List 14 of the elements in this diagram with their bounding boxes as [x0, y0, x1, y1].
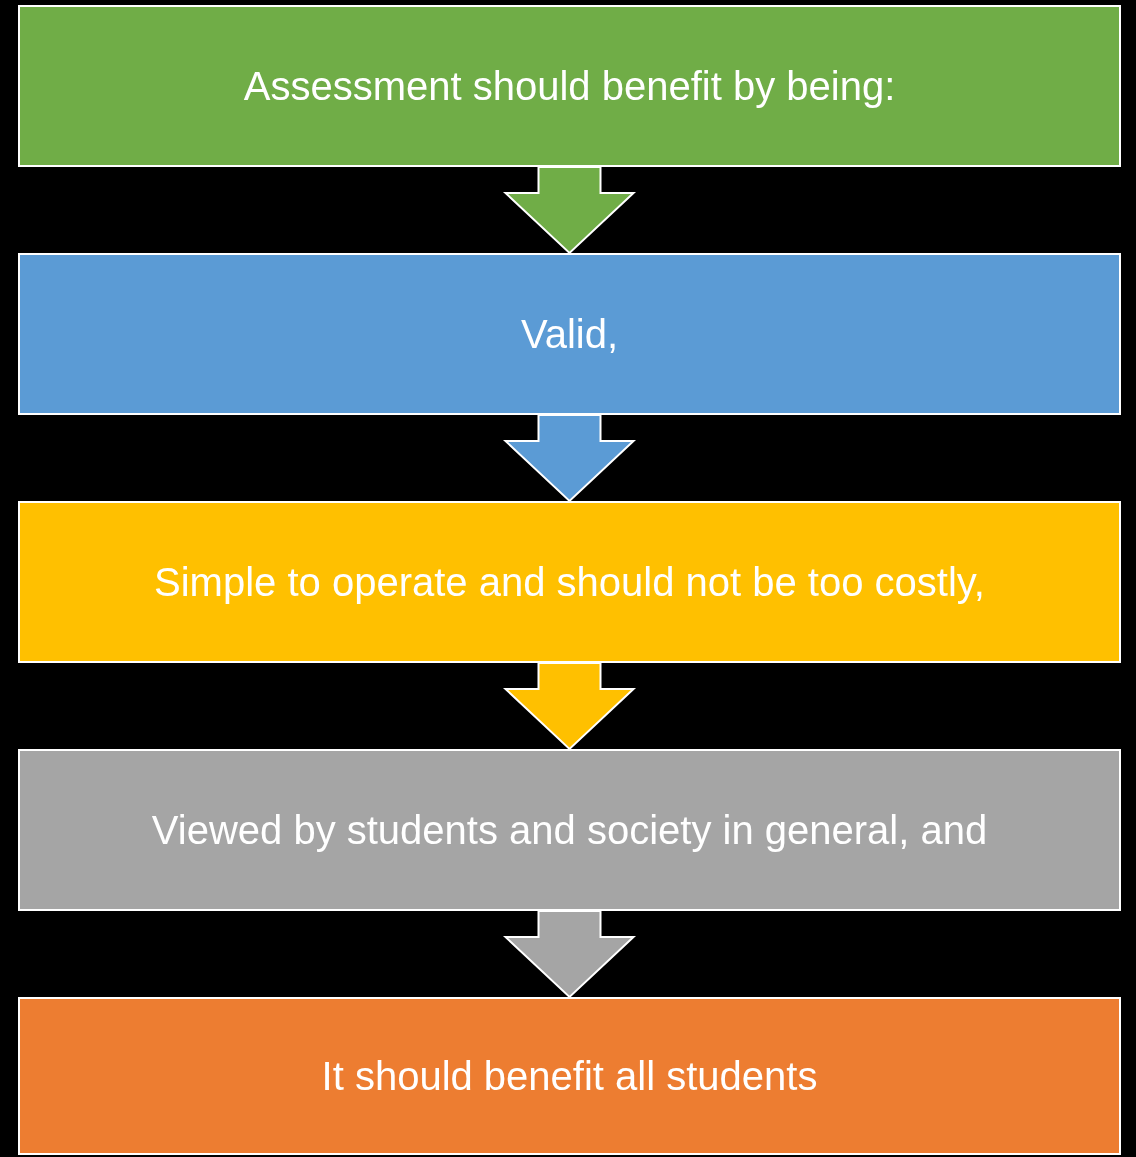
block-arrow [502, 910, 637, 999]
process-box [18, 997, 1121, 1155]
block-arrow [502, 166, 637, 255]
box-text: Assessment should benefit by being: [242, 63, 897, 110]
block-arrow [502, 414, 637, 503]
box-text: Viewed by students and society in general, and [150, 807, 989, 854]
process-box [18, 5, 1121, 167]
box-text: Simple to operate and should not be too costly, [153, 559, 986, 606]
process-box [18, 253, 1121, 415]
process-box [18, 749, 1121, 911]
block-arrow [502, 662, 637, 751]
process-box [18, 501, 1121, 663]
box-text: It should benefit all students [320, 1053, 819, 1100]
box-text: Valid, [519, 311, 620, 358]
